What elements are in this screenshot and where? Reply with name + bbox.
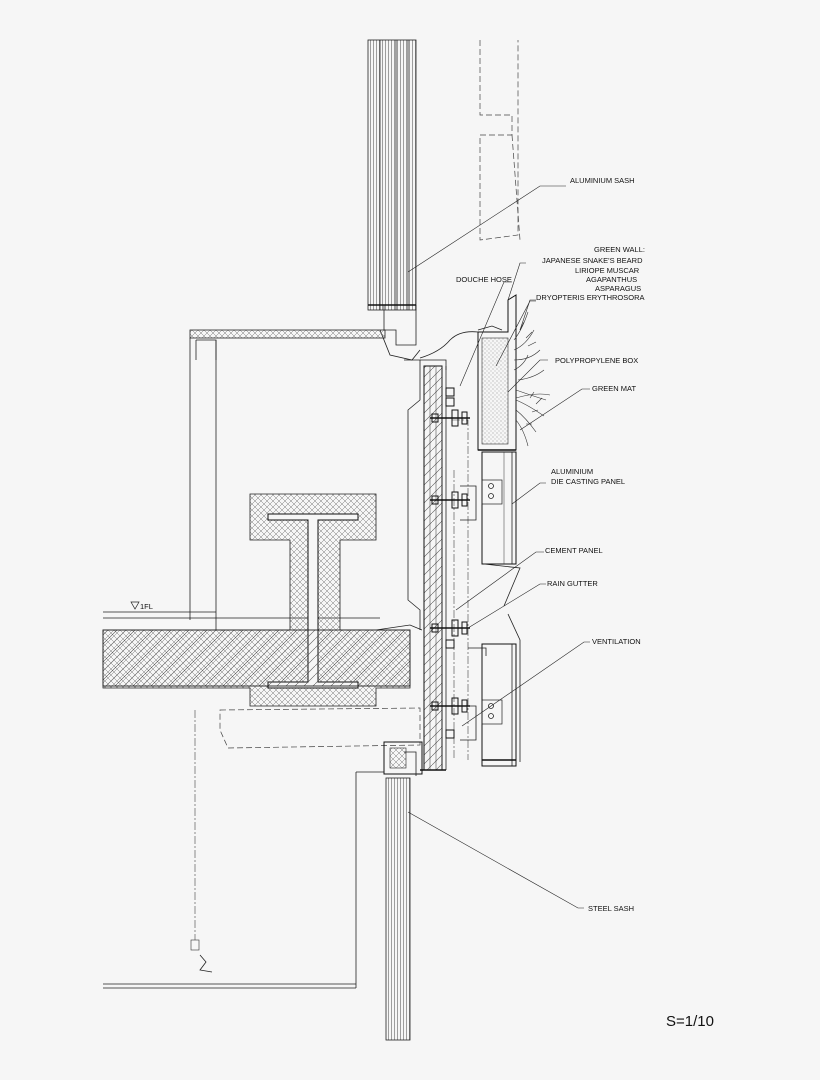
aluminium-die-casting-panel-upper	[460, 451, 521, 607]
label-aluminium: ALUMINIUM	[551, 467, 593, 476]
label-species-2: LIRIOPE MUSCAR	[575, 266, 640, 275]
label-floor-level: 1FL	[140, 602, 153, 611]
polypropylene-box	[477, 294, 517, 451]
bolt-fixings	[430, 387, 470, 739]
label-species-1: JAPANESE SNAKE'S BEARD	[542, 256, 643, 265]
label-green-wall-title: GREEN WALL:	[594, 245, 645, 254]
label-aluminium-sash: ALUMINIUM SASH	[570, 176, 635, 185]
upper-aluminium-sash	[367, 39, 421, 361]
label-species-3: AGAPANTHUS	[586, 275, 637, 284]
label-green-mat: GREEN MAT	[592, 384, 636, 393]
upper-frame-dashed-outline	[479, 40, 521, 241]
douche-hose	[419, 331, 479, 359]
label-cement-panel: CEMENT PANEL	[545, 546, 603, 555]
drawing-scale: S=1/10	[666, 1013, 714, 1030]
label-rain-gutter: RAIN GUTTER	[547, 579, 598, 588]
label-polypropylene-box: POLYPROPYLENE BOX	[555, 356, 638, 365]
floor-interior	[103, 329, 386, 630]
hanging-rod	[190, 710, 213, 973]
label-species-4: ASPARAGUS	[595, 284, 641, 293]
label-die-casting-panel: DIE CASTING PANEL	[551, 477, 625, 486]
lower-steel-sash	[103, 741, 446, 1041]
floor-level-marker: 1FL	[130, 601, 153, 611]
label-steel-sash: STEEL SASH	[588, 904, 634, 913]
soffit-dashed-outline	[219, 707, 421, 749]
annotation-labels: ALUMINIUM SASH GREEN WALL: JAPANESE SNAK…	[456, 176, 645, 913]
concrete-slab	[102, 624, 423, 687]
leader-lines	[407, 185, 590, 909]
label-species-5: DRYOPTERIS ERYTHROSORA	[536, 293, 645, 302]
green-wall-plants	[513, 311, 551, 447]
label-ventilation: VENTILATION	[592, 637, 641, 646]
aluminium-die-casting-panel-lower	[460, 613, 521, 767]
label-douche-hose: DOUCHE HOSE	[456, 275, 512, 284]
